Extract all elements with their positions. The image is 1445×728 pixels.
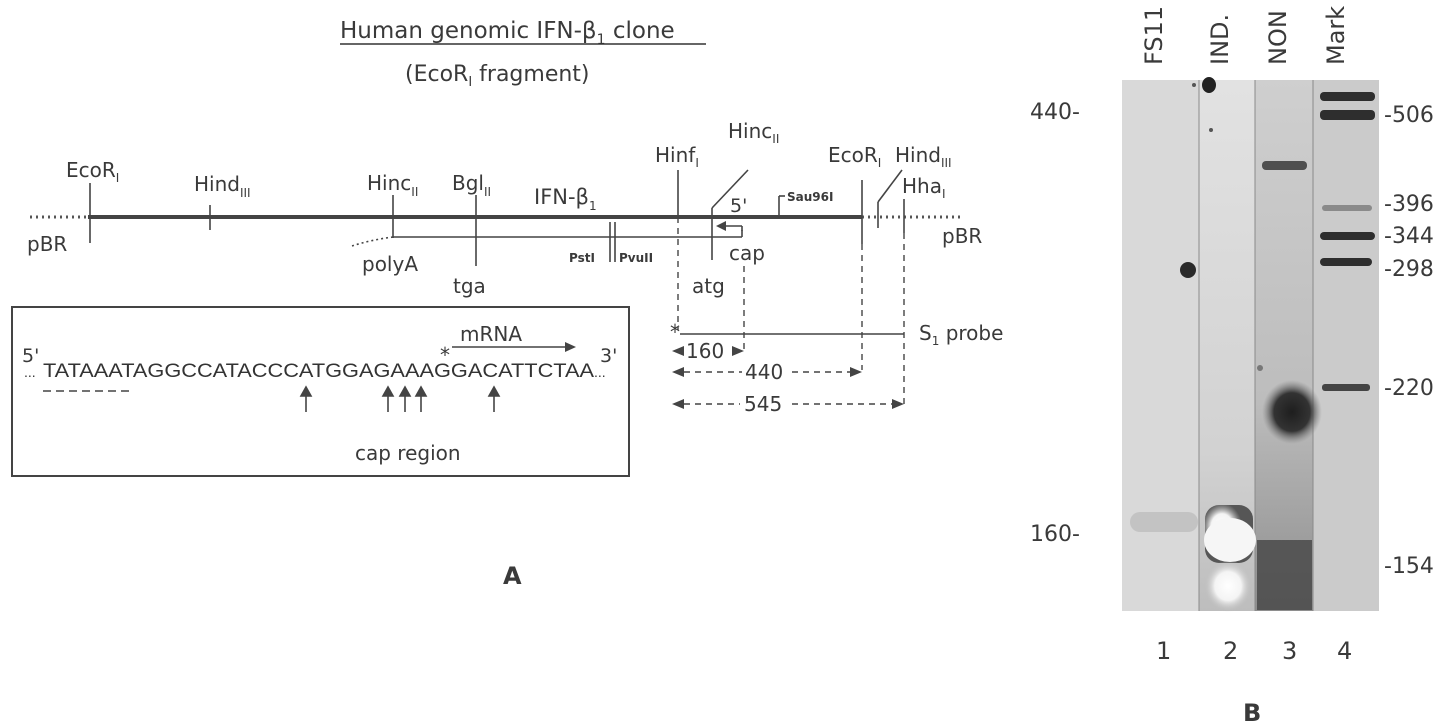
cap-region-box: 5' ... TATAAATAGGCCATACCCATGGAGAAAGGACAT… <box>12 307 629 476</box>
right-marker-506: -506 <box>1384 103 1434 128</box>
cap-region-caption: cap region <box>355 441 461 465</box>
label-atg: atg <box>692 274 725 298</box>
distance-545-label: 545 <box>744 392 782 416</box>
probe-star: * <box>670 320 680 344</box>
lane-2-160-bright <box>1204 518 1256 562</box>
mrna-star: * <box>440 343 450 367</box>
label-cap: cap <box>729 241 765 265</box>
right-marker-220: -220 <box>1384 376 1434 401</box>
lane-header-1: FS11 <box>1140 6 1168 65</box>
distance-160-label: 160 <box>686 339 724 363</box>
label-hinfi: HinfI <box>655 143 699 170</box>
lane-4 <box>1313 80 1379 611</box>
lane-3-speck <box>1257 365 1263 371</box>
label-hind-right: HindIII <box>895 143 952 170</box>
left-marker-440: 440- <box>1030 100 1080 125</box>
right-marker-154: -154 <box>1384 554 1434 579</box>
lane-3-major-spot <box>1262 380 1322 444</box>
cap-region-sequence: TATAAATAGGCCATACCCATGGAGAAAGGACATTCTAA <box>43 361 594 382</box>
lane-2-speck <box>1209 128 1213 132</box>
panel-a-label: A <box>503 562 522 590</box>
cap-site-arrows <box>301 387 499 412</box>
distance-160: 160 <box>672 339 744 363</box>
lane-number-3: 3 <box>1282 637 1297 665</box>
mrna-bracket <box>352 230 742 246</box>
label-hincii-right: HincII <box>728 119 779 146</box>
transcription-start-arrow <box>716 221 742 231</box>
label-tga: tga <box>453 274 486 298</box>
label-pbr-left: pBR <box>27 232 67 256</box>
right-marker-396: -396 <box>1384 192 1434 217</box>
label-pbr-right: pBR <box>942 224 982 248</box>
clone-subtitle: (EcoRI fragment) <box>405 62 590 90</box>
lane-header-4: Mark <box>1322 6 1350 65</box>
lane-3 <box>1255 80 1313 611</box>
panel-b: FS11 IND. NON Mark <box>1030 6 1434 727</box>
label-five-prime: 5' <box>730 195 747 217</box>
left-marker-160: 160- <box>1030 522 1080 547</box>
label-hincii-left: HincII <box>367 171 418 199</box>
lane-3-440-band <box>1262 161 1307 170</box>
lane-1-spot <box>1180 262 1196 278</box>
lane-header-3: NON <box>1264 10 1292 65</box>
label-polya: polyA <box>362 252 418 276</box>
lane-number-1: 1 <box>1156 637 1171 665</box>
label-s1-probe: S1 probe <box>919 321 1003 348</box>
label-ecori-right: EcoRI <box>828 143 881 170</box>
seq-dots-left: ... <box>24 364 36 380</box>
right-marker-298: -298 <box>1384 257 1434 282</box>
label-ecori-left: EcoRI <box>66 158 119 185</box>
lane-3-160-smear <box>1257 540 1312 610</box>
mrna-arrowhead <box>565 342 576 352</box>
lane-2-lower-glow <box>1204 560 1252 612</box>
lane-1-speck <box>1192 83 1196 87</box>
label-psti: PstI <box>569 251 595 265</box>
distance-440: 440 <box>672 360 862 384</box>
lane-number-2: 2 <box>1223 637 1238 665</box>
panel-b-label: B <box>1243 699 1261 727</box>
panel-a: Human genomic IFN-β1 clone (EcoRI fragme… <box>12 18 1003 590</box>
label-sau96i: Sau96I <box>787 190 833 204</box>
label-hind-left: HindIII <box>194 172 251 200</box>
lane-1-160-band <box>1130 512 1198 532</box>
seq-three-prime: 3' <box>600 345 617 367</box>
distance-545: 545 <box>672 392 904 416</box>
lane-2-spot <box>1202 77 1216 93</box>
lane-number-4: 4 <box>1337 637 1352 665</box>
lane-header-2: IND. <box>1206 14 1234 65</box>
right-marker-344: -344 <box>1384 224 1434 249</box>
distance-440-label: 440 <box>745 360 783 384</box>
label-bglii: BglII <box>452 171 491 199</box>
label-pvuii: PvuII <box>619 251 653 265</box>
label-ifn-beta: IFN-β1 <box>534 185 597 213</box>
mrna-label: mRNA <box>460 322 522 346</box>
label-hhai: HhaI <box>902 174 946 201</box>
